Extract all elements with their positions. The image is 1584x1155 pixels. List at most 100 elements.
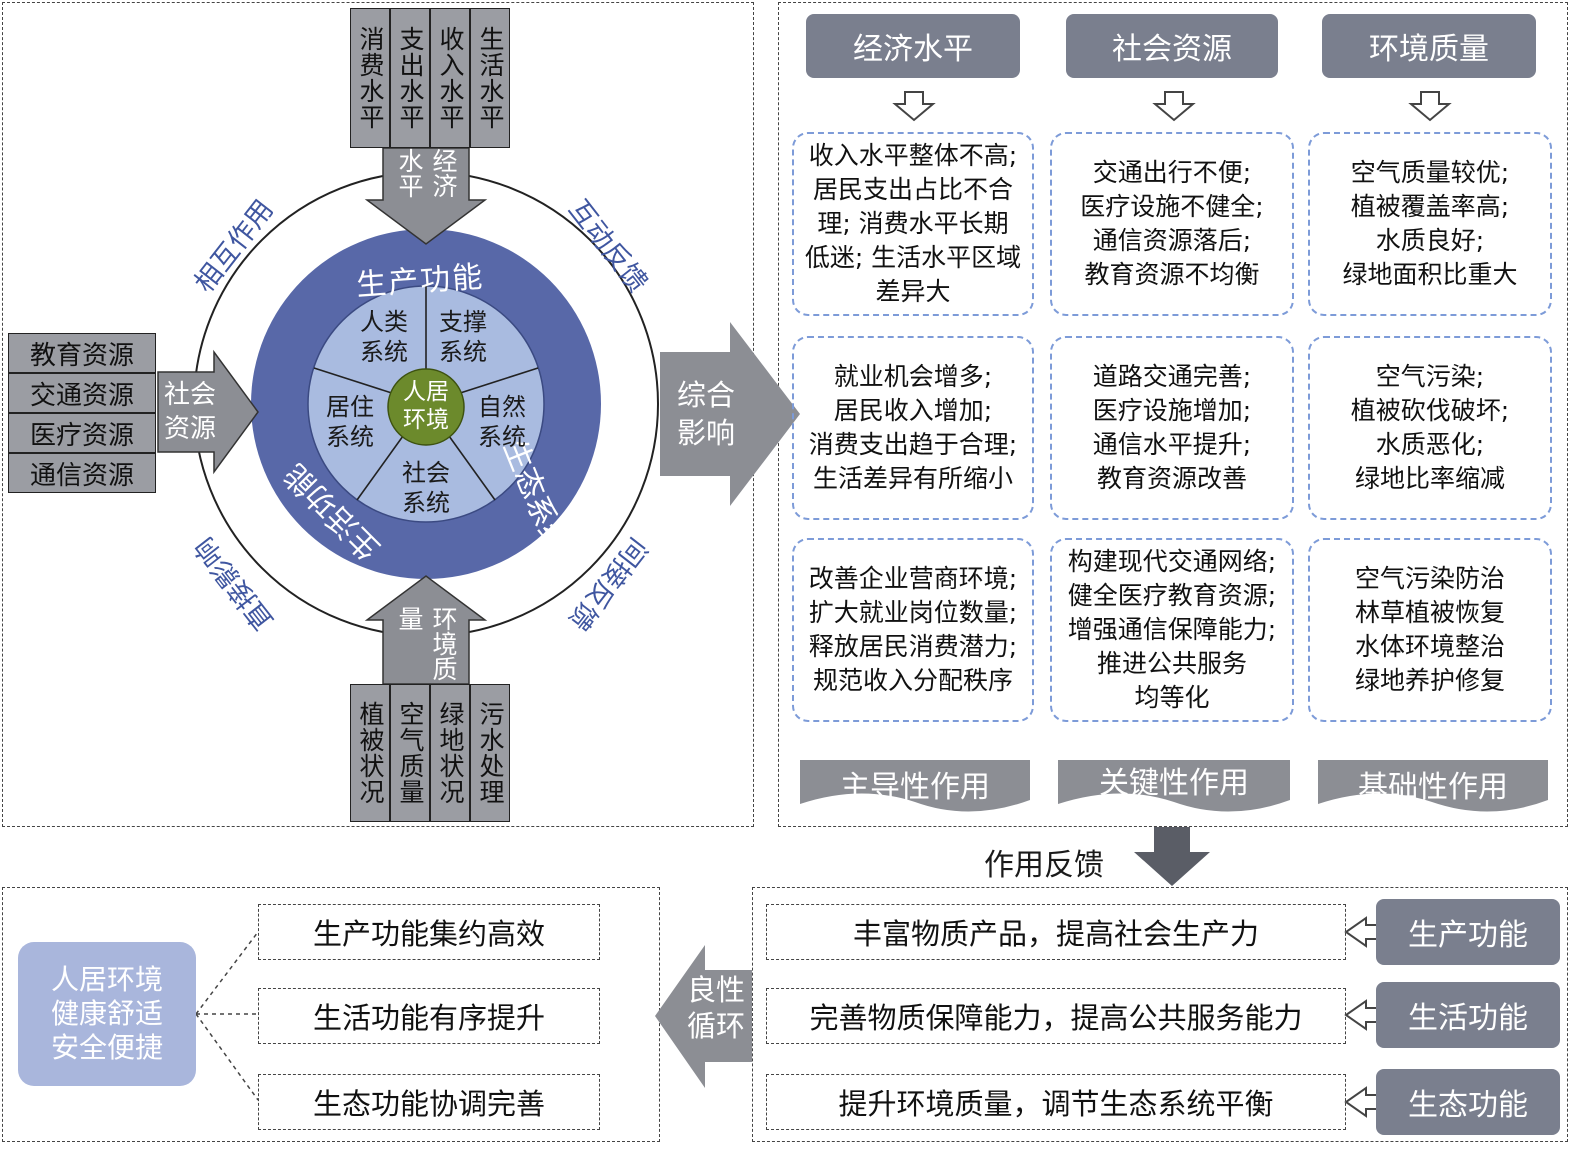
cell-line: 林草植被恢复 xyxy=(1354,598,1505,627)
middle-arrow xyxy=(660,322,800,506)
tag-ecology: 生态功能 xyxy=(1376,1069,1560,1135)
goal-item-1: 生产功能集约高效 xyxy=(312,917,545,951)
cell-line: 水质恶化; xyxy=(1375,430,1485,459)
cell-line: 收入水平整体不高; xyxy=(808,141,1018,170)
header-economy: 经济水平 xyxy=(806,14,1020,78)
cell-line: 教育资源改善 xyxy=(1096,464,1247,493)
cell-line: 医疗设施增加; xyxy=(1092,396,1252,425)
cell-line: 水体环境整治 xyxy=(1354,632,1505,661)
cell-line: 教育资源不均衡 xyxy=(1084,260,1260,289)
cell-4: 就业机会增多;居民收入增加;消费支出趋于合理;生活差异有所缩小 xyxy=(792,336,1034,520)
bottom-arrow-label: 环境质量 xyxy=(395,606,458,681)
bottom-item-1: 植被状况 xyxy=(350,684,390,822)
cell-line: 交通出行不便; xyxy=(1092,158,1252,187)
left-item-4: 通信资源 xyxy=(8,453,156,493)
bottom-item-3: 绿地状况 xyxy=(430,684,470,822)
cell-line: 就业机会增多; xyxy=(833,362,993,391)
cell-line: 理; 消费水平长期 xyxy=(817,209,1009,238)
cell-line: 空气污染防治 xyxy=(1354,564,1505,593)
left-item-2: 交通资源 xyxy=(8,373,156,413)
feedback-label: 作用反馈 xyxy=(984,848,1104,883)
center-label: 人居环境 xyxy=(403,379,449,433)
cell-5: 道路交通完善; 医疗设施增加; 通信水平提升; 教育资源改善 xyxy=(1050,336,1294,520)
header-social: 社会资源 xyxy=(1066,14,1278,78)
system-human: 人类系统 xyxy=(360,308,408,366)
cell-frame-2 xyxy=(1050,132,1294,316)
cell-line: 绿地养护修复 xyxy=(1354,666,1505,695)
cell-1: 收入水平整体不高; 居民支出占比不合理; 消费水平长期低迷; 生活水平区域差异大 xyxy=(792,132,1034,316)
top-down-arrow xyxy=(364,147,488,245)
cell-line: 通信资源落后; xyxy=(1092,226,1252,255)
bottom-up-arrow xyxy=(364,575,488,685)
cell-line: 推进公共服务 xyxy=(1096,649,1247,678)
cell-7: 改善企业营商环境; 扩大就业岗位数量; 释放居民消费潜力; 规范收入分配秩序 xyxy=(792,538,1034,722)
top-item-2: 支出水平 xyxy=(390,8,430,148)
cell-line: 扩大就业岗位数量; xyxy=(808,598,1018,627)
cell-line: 释放居民消费潜力; xyxy=(808,632,1018,661)
system-support: 支撑系统 xyxy=(439,308,487,366)
goal-item-3: 生态功能协调完善 xyxy=(312,1087,545,1121)
feedback-arrow xyxy=(1134,827,1210,886)
cell-frame-5 xyxy=(1050,336,1294,520)
cell-2: 交通出行不便; 医疗设施不健全; 通信资源落后; 教育资源不均衡 xyxy=(1050,132,1294,316)
role-key: 关键性作用 xyxy=(1099,766,1249,801)
row-frame-1 xyxy=(766,904,1346,960)
row-text-1: 丰富物质产品，提高社会生产力 xyxy=(852,917,1259,951)
cell-frame-7 xyxy=(792,538,1034,722)
left-item-3: 医疗资源 xyxy=(8,413,156,453)
center-circle xyxy=(387,368,465,446)
bottom-item-2: 空气质量 xyxy=(390,684,430,822)
bottom-right-frame xyxy=(752,887,1568,1142)
cell-line: 健全医疗教育资源; xyxy=(1067,581,1277,610)
cell-line: 低迷; 生活水平区域 xyxy=(804,243,1022,272)
goal-item-2: 生活功能有序提升 xyxy=(312,1001,545,1035)
goal-box: 人居环境 健康舒适 安全便捷 xyxy=(18,942,196,1086)
cell-frame-9 xyxy=(1308,538,1552,722)
cell-line: 增强通信保障能力; xyxy=(1067,615,1277,644)
cell-line: 居民支出占比不合 xyxy=(812,175,1013,204)
cell-line: 差异大 xyxy=(875,277,951,306)
cell-3: 空气质量较优;植被覆盖率高;水质良好;绿地面积比重大 xyxy=(1308,132,1552,316)
tag-production: 生产功能 xyxy=(1376,899,1560,965)
cell-frame-6 xyxy=(1308,336,1552,520)
role-basic: 基础性作用 xyxy=(1358,770,1508,805)
cell-frame-3 xyxy=(1308,132,1552,316)
goal-item-frame-2 xyxy=(258,988,600,1044)
cell-line: 生活差异有所缩小 xyxy=(812,464,1013,493)
ring-production: 生产功能 xyxy=(355,259,486,304)
top-item-1: 消费水平 xyxy=(350,8,390,148)
cell-line: 水质良好; xyxy=(1375,226,1485,255)
goal-line-3: 安全便捷 xyxy=(50,1031,163,1064)
system-society: 社会系统 xyxy=(402,459,450,517)
system-residence: 居住系统 xyxy=(326,393,374,451)
top-arrow-label: 经济水平 xyxy=(395,148,458,198)
row-frame-2 xyxy=(766,988,1346,1044)
cell-line: 空气污染; xyxy=(1375,362,1485,391)
left-arrow-label: 社会资源 xyxy=(163,380,216,444)
cell-line: 绿地比率缩减 xyxy=(1354,464,1505,493)
cell-line: 植被覆盖率高; xyxy=(1350,192,1510,221)
cell-line: 道路交通完善; xyxy=(1092,362,1252,391)
cell-line: 通信水平提升; xyxy=(1092,430,1252,459)
goal-item-frame-1 xyxy=(258,904,600,960)
cell-frame-8 xyxy=(1050,538,1294,722)
cell-line: 居民收入增加; xyxy=(833,396,993,425)
cell-line: 构建现代交通网络; xyxy=(1067,547,1277,576)
goal-item-frame-3 xyxy=(258,1074,600,1130)
row-text-3: 提升环境质量，调节生态系统平衡 xyxy=(838,1087,1274,1121)
cell-8: 构建现代交通网络; 健全医疗教育资源; 增强通信保障能力; 推进公共服务均等化 xyxy=(1050,538,1294,722)
cell-line: 改善企业营商环境; xyxy=(808,564,1018,593)
tag-living: 生活功能 xyxy=(1376,982,1560,1048)
cell-9: 空气污染防治林草植被恢复水体环境整治绿地养护修复 xyxy=(1308,538,1552,722)
cycle-arrow xyxy=(655,945,752,1088)
left-item-1: 教育资源 xyxy=(8,333,156,373)
top-item-4: 生活水平 xyxy=(470,8,510,148)
cell-line: 空气质量较优; xyxy=(1350,158,1510,187)
cell-line: 规范收入分配秩序 xyxy=(812,666,1013,695)
system-nature: 自然系统 xyxy=(478,393,526,451)
cell-line: 均等化 xyxy=(1134,683,1210,712)
cell-line: 植被砍伐破坏; xyxy=(1350,396,1510,425)
cell-frame-4 xyxy=(792,336,1034,520)
cell-line: 医疗设施不健全; xyxy=(1080,192,1264,221)
top-item-3: 收入水平 xyxy=(430,8,470,148)
